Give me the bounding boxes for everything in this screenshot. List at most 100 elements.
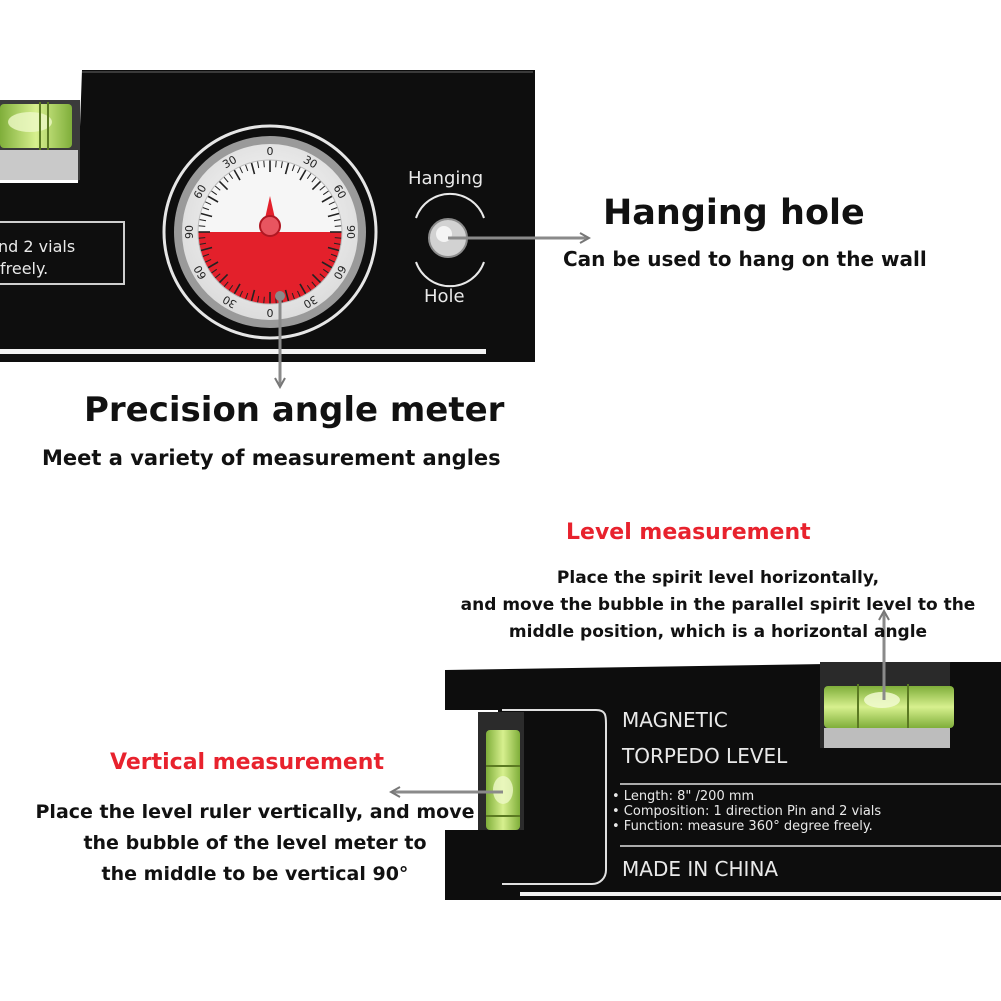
dial-tick xyxy=(214,185,221,191)
upper-panel-text-1: nd 2 vials xyxy=(0,237,75,256)
dial-tick xyxy=(311,273,322,284)
upper-level: nd 2 vials freely. 030609060300306090603… xyxy=(0,70,535,362)
dial-tick xyxy=(319,273,326,279)
dial-label: 90 xyxy=(183,225,196,239)
dial-tick xyxy=(327,212,340,218)
dial-tick xyxy=(199,242,207,245)
dial-label: 30 xyxy=(220,153,239,171)
dial-ticks xyxy=(198,160,342,304)
dial-tick xyxy=(333,219,341,222)
dial-tick xyxy=(210,268,218,274)
dial-tick xyxy=(299,169,307,181)
dial-tick xyxy=(284,162,290,175)
horizontal-vial xyxy=(824,684,954,748)
dial-tick xyxy=(244,292,249,300)
vertical-vial xyxy=(478,712,524,830)
dial-label: 30 xyxy=(301,293,320,311)
dial-tick xyxy=(330,206,338,211)
dial-tick xyxy=(334,225,342,227)
upper-vial xyxy=(0,100,80,180)
upper-text-panel: nd 2 vials freely. xyxy=(0,221,125,285)
lower-spec-1: • Length: 8" /200 mm xyxy=(612,789,754,804)
vertical-desc-line-1: Place the level ruler vertically, and mo… xyxy=(35,801,475,823)
dial-tick xyxy=(202,206,210,211)
dial-tick xyxy=(204,259,212,263)
dial-tick xyxy=(223,281,229,288)
dial-tick xyxy=(214,273,221,279)
lower-level: MAGNETIC TORPEDO LEVEL • Length: 8" /200… xyxy=(445,662,1001,900)
dial-tick xyxy=(198,225,206,227)
dial-tick xyxy=(319,185,326,191)
dial-label: 60 xyxy=(331,263,349,282)
dial-tick xyxy=(218,273,229,284)
hanging-hole-desc: Can be used to hang on the wall xyxy=(563,247,927,271)
vertical-desc-line-3: the middle to be vertical 90° xyxy=(101,863,409,885)
lower-made-in: MADE IN CHINA xyxy=(622,857,778,881)
dial-tick xyxy=(311,281,317,288)
dial-label: 90 xyxy=(344,225,357,239)
dial-tick xyxy=(257,295,260,303)
hanging-hole-title: Hanging hole xyxy=(603,193,865,233)
dial-tick xyxy=(291,164,296,172)
dial-tick xyxy=(202,253,210,258)
dial-tick xyxy=(327,246,340,252)
vertical-desc-line-2: the bubble of the level meter to xyxy=(83,832,427,854)
dial-tick xyxy=(333,242,341,245)
hanging-label-bottom: Hole xyxy=(424,286,465,307)
level-desc-line-1: Place the spirit level horizontally, xyxy=(556,568,880,588)
dial-tick xyxy=(200,212,213,218)
dial-tick xyxy=(239,290,243,298)
level-measurement-desc: Place the spirit level horizontally, and… xyxy=(440,565,996,646)
dial-hub xyxy=(259,215,281,237)
dial-tick xyxy=(233,169,241,181)
dial-tick xyxy=(306,284,312,292)
upper-panel-text-2: freely. xyxy=(0,259,48,278)
dial-tick xyxy=(210,190,218,196)
level-measurement-title: Level measurement xyxy=(566,520,811,545)
dial-tick xyxy=(228,172,234,180)
dial-tick xyxy=(207,195,219,203)
lower-label-2: TORPEDO LEVEL xyxy=(621,744,788,768)
dial-tick xyxy=(321,261,333,269)
dial-tick xyxy=(299,283,307,295)
dial-tick xyxy=(328,201,336,205)
dial-tick xyxy=(198,237,206,239)
dial-tick xyxy=(311,180,322,191)
hanging-label-top: Hanging xyxy=(408,168,483,189)
dial-tick xyxy=(275,160,277,168)
dial-label: 0 xyxy=(267,306,274,319)
dial-label: 60 xyxy=(191,182,209,201)
dial-tick xyxy=(284,289,290,302)
dial-tick xyxy=(204,201,212,205)
dial-tick xyxy=(297,166,301,174)
dial-tick xyxy=(321,195,333,203)
callout-arrows xyxy=(275,238,884,792)
dial-tick xyxy=(328,259,336,263)
dial-tick xyxy=(280,161,283,169)
dial-tick xyxy=(291,292,296,300)
dial-tick xyxy=(263,296,265,304)
dial-label: 0 xyxy=(267,145,274,158)
dial-tick xyxy=(244,164,249,172)
dial-label: 30 xyxy=(220,293,239,311)
lower-spec-3: • Function: measure 360° degree freely. xyxy=(612,819,873,834)
hanging-hole-group: Hanging Hole xyxy=(408,168,485,307)
upper-level-stripe xyxy=(0,349,486,354)
dial-tick xyxy=(330,253,338,258)
dial-tick xyxy=(306,172,312,180)
dial-tick xyxy=(250,162,256,175)
angle-meter-desc: Meet a variety of measurement angles xyxy=(42,446,501,470)
dial-tick xyxy=(233,283,241,295)
dial-tick xyxy=(199,219,207,222)
dial-tick xyxy=(228,284,234,292)
dial-tick xyxy=(263,160,265,168)
dial-tick xyxy=(200,246,213,252)
dial-tick xyxy=(239,166,243,174)
lower-spec-2: • Composition: 1 direction Pin and 2 via… xyxy=(612,804,881,819)
dial-tick xyxy=(322,268,330,274)
dial-tick xyxy=(250,289,256,302)
dial-label: 60 xyxy=(191,263,209,282)
dial-label: 30 xyxy=(301,153,320,171)
